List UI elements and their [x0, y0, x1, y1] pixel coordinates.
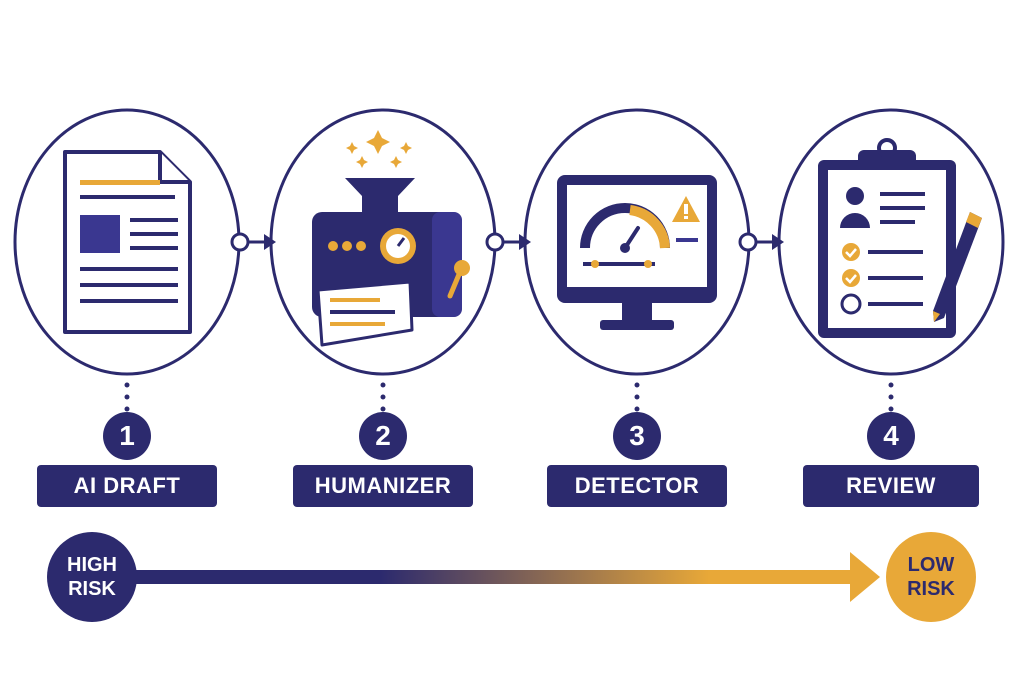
high-risk-line1: HIGH	[67, 554, 117, 576]
connector-3-4	[738, 232, 784, 252]
step-2-label: HUMANIZER	[293, 465, 473, 507]
dotted-connectors	[124, 382, 894, 412]
step-3-label: DETECTOR	[547, 465, 727, 507]
step-2-number: 2	[359, 412, 407, 460]
step-4-label: REVIEW	[803, 465, 979, 507]
step-1-number: 1	[103, 412, 151, 460]
high-risk-line2: RISK	[68, 578, 116, 600]
low-risk-line2: RISK	[907, 578, 955, 600]
step-3-number: 3	[613, 412, 661, 460]
step-1-label: AI DRAFT	[37, 465, 217, 507]
document-icon	[63, 150, 192, 334]
monitor-gauge-icon	[557, 175, 717, 330]
machine-icon	[312, 130, 470, 347]
step-4-number: 4	[867, 412, 915, 460]
risk-arrow	[125, 552, 880, 602]
connector-2-3	[485, 232, 531, 252]
low-risk-line1: LOW	[907, 554, 955, 576]
connector-1-2	[230, 232, 276, 252]
clipboard-checklist-icon	[818, 138, 982, 338]
